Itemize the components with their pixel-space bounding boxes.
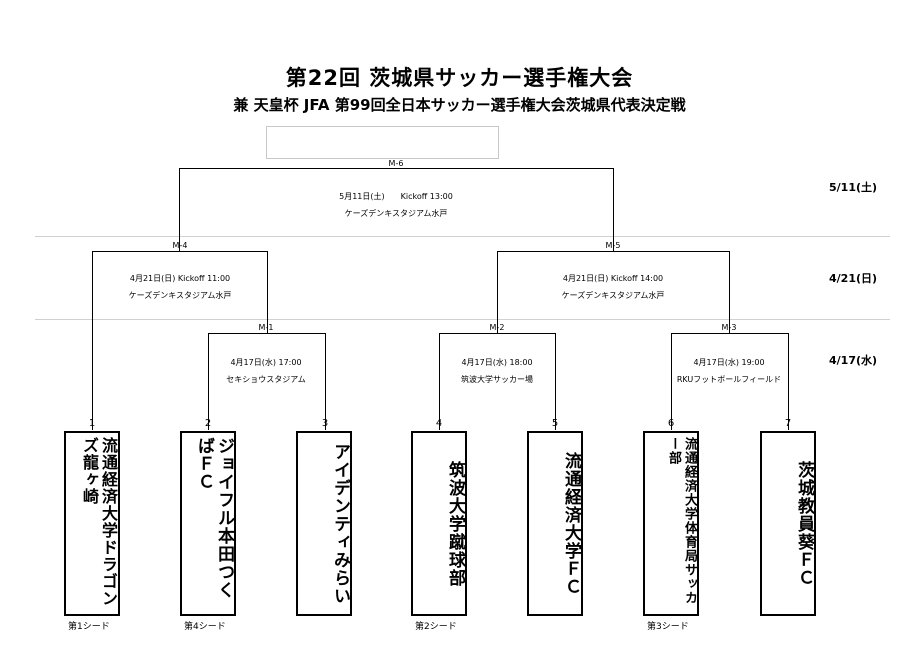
match-time-m6: 5月11日(土) Kickoff 13:00 — [339, 192, 453, 201]
match-id-m2: M-2 — [489, 323, 505, 332]
champion-box — [266, 126, 499, 159]
bracket-line — [179, 168, 613, 169]
match-time-m4: 4月21日(日) Kickoff 11:00 — [129, 274, 231, 283]
team-number: 4 — [435, 418, 443, 429]
bracket-line — [179, 168, 180, 251]
match-time-m1: 4月17日(水) 17:00 — [230, 358, 302, 367]
team-name: 流通経済大学ＦＣ — [561, 451, 581, 596]
match-time-m3: 4月17日(水) 19:00 — [693, 358, 765, 367]
team-number: 3 — [321, 418, 329, 429]
team-name: 流通経済大学体育局サッカー部 — [666, 437, 697, 605]
team-number: 7 — [784, 418, 792, 429]
round-date-first: 4/17(水) — [829, 354, 878, 367]
team-box-1: 流通経済大学ドラゴンズ龍ヶ崎 — [64, 431, 120, 616]
team-box-4: 筑波大学蹴球部 — [411, 431, 467, 616]
seed-label: 第1シード — [68, 622, 110, 632]
match-venue-m3: RKUフットボールフィールド — [676, 375, 782, 384]
bracket-line — [92, 251, 93, 430]
page-title: 第22回 茨城県サッカー選手権大会 — [285, 66, 634, 90]
bracket-line — [439, 333, 555, 334]
bracket-line — [497, 251, 498, 333]
bracket-line — [267, 251, 268, 333]
team-box-5: 流通経済大学ＦＣ — [527, 431, 583, 616]
team-box-6: 流通経済大学体育局サッカー部 — [643, 431, 699, 616]
round-divider-semi — [35, 319, 890, 320]
bracket-line — [497, 251, 729, 252]
match-venue-m4: ケーズデンキスタジアム水戸 — [128, 291, 232, 300]
team-name: 茨城教員葵ＦＣ — [794, 460, 814, 587]
team-name: 筑波大学蹴球部 — [445, 460, 465, 587]
round-date-final: 5/11(土) — [829, 181, 878, 194]
match-id-m3: M-3 — [721, 323, 737, 332]
match-time-m5: 4月21日(日) Kickoff 14:00 — [562, 274, 664, 283]
bracket-line — [729, 251, 730, 333]
team-number: 1 — [88, 418, 96, 429]
team-box-7: 茨城教員葵ＦＣ — [760, 431, 816, 616]
team-name: ジョイフル本田つくばＦＣ — [194, 437, 234, 599]
bracket-line — [208, 333, 325, 334]
round-divider-final — [35, 236, 890, 237]
match-venue-m1: セキショウスタジアム — [226, 375, 306, 384]
seed-label: 第3シード — [647, 622, 689, 632]
match-venue-m6: ケーズデンキスタジアム水戸 — [344, 209, 448, 218]
match-id-m4: M-4 — [172, 241, 188, 250]
page-subtitle: 兼 天皇杯 JFA 第99回全日本サッカー選手権大会茨城県代表決定戦 — [233, 96, 686, 114]
team-name: アイデンティみらい — [330, 442, 350, 605]
seed-label: 第2シード — [415, 622, 457, 632]
team-name: 流通経済大学ドラゴンズ龍ヶ崎 — [80, 437, 118, 607]
bracket-line — [555, 333, 556, 430]
bracket-line — [208, 333, 209, 430]
bracket-line — [439, 333, 440, 430]
bracket-line — [671, 333, 788, 334]
bracket-line — [92, 251, 267, 252]
team-box-2: ジョイフル本田つくばＦＣ — [180, 431, 236, 616]
match-id-m1: M-1 — [258, 323, 274, 332]
team-box-3: アイデンティみらい — [296, 431, 352, 616]
bracket-line — [671, 333, 672, 430]
team-number: 5 — [551, 418, 559, 429]
bracket-line — [613, 168, 614, 251]
match-id-m5: M-5 — [605, 241, 621, 250]
match-venue-m5: ケーズデンキスタジアム水戸 — [561, 291, 665, 300]
match-time-m2: 4月17日(水) 18:00 — [461, 358, 533, 367]
match-id-m6: M-6 — [388, 159, 404, 168]
match-venue-m2: 筑波大学サッカー場 — [461, 375, 533, 384]
team-number: 2 — [204, 418, 212, 429]
bracket-line — [325, 333, 326, 430]
round-date-semi: 4/21(日) — [829, 272, 878, 285]
team-number: 6 — [667, 418, 675, 429]
seed-label: 第4シード — [184, 622, 226, 632]
bracket-line — [788, 333, 789, 430]
